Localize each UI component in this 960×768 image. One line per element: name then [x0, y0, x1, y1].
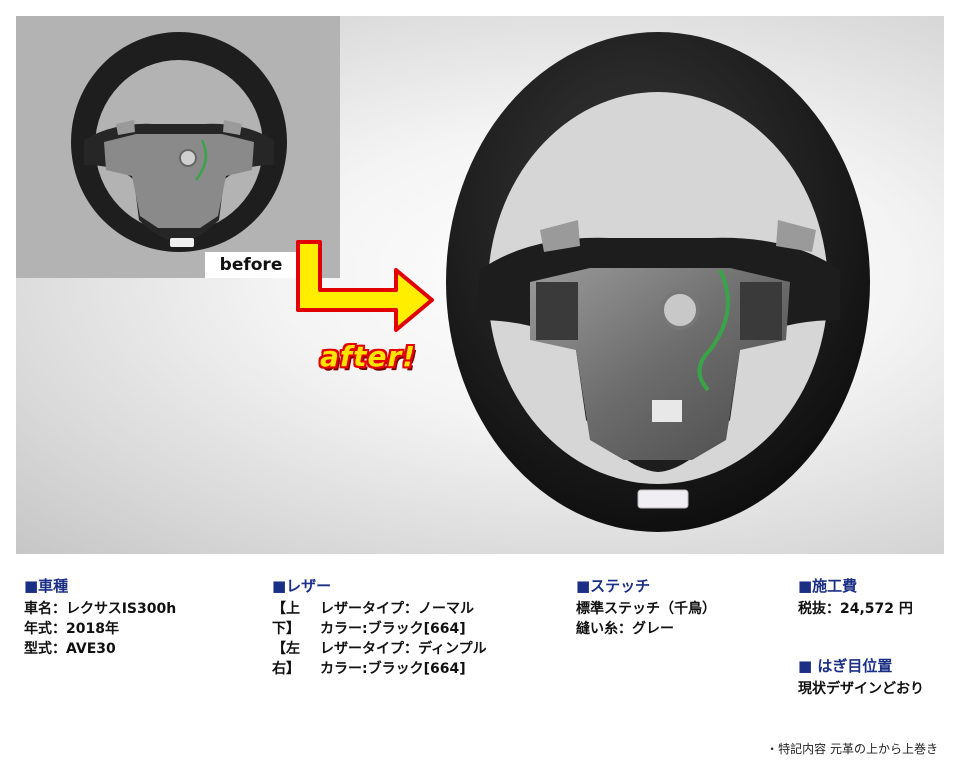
leather-info-section: ■レザー 【上下】 レザータイプ：ノーマル カラー:ブラック[664] 【左右】…: [272, 576, 487, 679]
before-label: before: [205, 252, 297, 278]
leather-tag-top-bottom: 【上下】: [272, 601, 300, 637]
leather-type-left-right: レザータイプ：ディンプル: [320, 641, 487, 657]
cost-heading: ■施工費: [798, 577, 858, 595]
vehicle-year: 年式：2018年: [24, 621, 119, 637]
vehicle-model: 型式：AVE30: [24, 641, 116, 657]
vehicle-info-section: ■車種 車名：レクサスIS300h 年式：2018年 型式：AVE30: [24, 576, 176, 659]
vehicle-heading: ■車種: [24, 577, 69, 595]
leather-row-left-right: 【左右】 レザータイプ：ディンプル カラー:ブラック[664]: [272, 639, 487, 679]
stitch-thread: 縫い糸：グレー: [576, 621, 674, 637]
after-label: after!: [320, 340, 417, 373]
leather-color-left-right: カラー:ブラック[664]: [320, 661, 466, 677]
leather-heading: ■レザー: [272, 577, 332, 595]
before-photo-panel: [16, 16, 340, 278]
before-after-arrow-icon: [296, 240, 434, 332]
steering-wheel-before-image: [71, 32, 287, 252]
seam-heading: ■ はぎ目位置: [798, 657, 893, 675]
cost-price: 税抜：24,572 円: [798, 601, 913, 617]
leather-tag-left-right: 【左右】: [272, 641, 300, 677]
cost-info-section: ■施工費 税抜：24,572 円: [798, 576, 913, 619]
stitch-standard: 標準ステッチ（千鳥）: [576, 601, 716, 617]
seam-info-section: ■ はぎ目位置 現状デザインどおり: [798, 656, 924, 699]
seam-value: 現状デザインどおり: [798, 681, 924, 697]
stitch-info-section: ■ステッチ 標準ステッチ（千鳥） 縫い糸：グレー: [576, 576, 716, 639]
stitch-heading: ■ステッチ: [576, 577, 651, 595]
leather-row-top-bottom: 【上下】 レザータイプ：ノーマル カラー:ブラック[664]: [272, 599, 487, 639]
vehicle-name: 車名：レクサスIS300h: [24, 601, 177, 617]
leather-type-top-bottom: レザータイプ：ノーマル: [320, 601, 474, 617]
leather-color-top-bottom: カラー:ブラック[664]: [320, 621, 466, 637]
footnote: ・特記内容 元革の上から上巻き: [766, 742, 938, 756]
steering-wheel-after-image: [446, 32, 870, 532]
